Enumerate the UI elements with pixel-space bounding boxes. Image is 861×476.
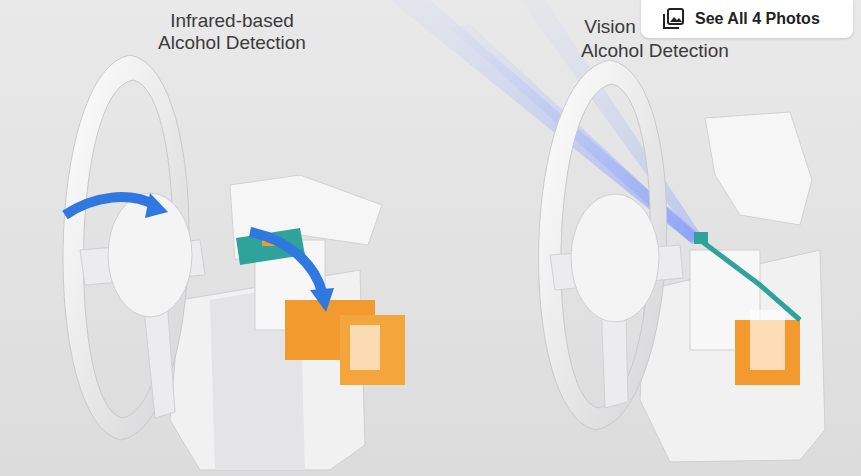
title-label: Vision bbox=[584, 16, 635, 38]
infrared-assembly bbox=[63, 55, 405, 470]
vision-assembly bbox=[539, 60, 825, 462]
gallery-icon bbox=[663, 8, 685, 30]
button-text: See All 4 Photos bbox=[695, 10, 820, 28]
title-label: Infrared-based Alcohol Detection bbox=[147, 10, 317, 54]
photos-button: See All 4 Photos bbox=[641, 0, 853, 38]
title-label: Alcohol Detection bbox=[581, 40, 729, 62]
